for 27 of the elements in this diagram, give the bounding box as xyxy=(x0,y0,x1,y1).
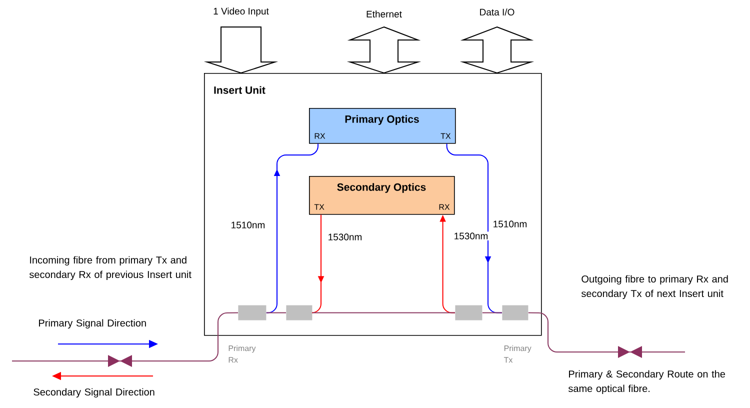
coupler-box xyxy=(502,305,528,320)
arrow xyxy=(312,214,324,314)
coupler-box xyxy=(286,305,312,320)
fibre-line xyxy=(528,312,686,352)
edge-label: Data I/O xyxy=(478,8,516,16)
optics-box: Secondary Optics TX RX xyxy=(309,176,455,215)
note-text: Primary Rx xyxy=(228,345,256,363)
coupler-box xyxy=(238,305,266,320)
edge-label: 1 Video Input xyxy=(212,6,270,18)
block-arrow xyxy=(204,26,278,74)
fibre-line xyxy=(312,312,456,314)
note-text: Outgoing fibre to primary Rx and secondary Tx of next Insert unit xyxy=(581,275,728,300)
edge-label: 1530nm xyxy=(326,232,364,242)
edge-label: Ethernet xyxy=(365,10,403,18)
edge-label: 1510nm xyxy=(492,220,528,228)
fibre-line xyxy=(266,312,286,314)
optics-box: Primary Optics RX TX xyxy=(309,108,456,144)
edge-label: 1530nm xyxy=(452,232,490,240)
fibre-line xyxy=(12,312,238,362)
note-text: Primary Tx xyxy=(504,345,532,363)
note-text: Secondary Signal Direction xyxy=(34,388,154,398)
note-text: Primary Signal Direction xyxy=(39,319,146,329)
edge-label: 1510nm xyxy=(230,220,266,230)
coupler-box xyxy=(455,305,482,320)
fibre-line xyxy=(482,312,502,314)
note-text: Incoming fibre from primary Tx and secondary Rx of previous Insert unit xyxy=(29,256,192,280)
note-text: Primary & Secondary Route on the same optical fibre. xyxy=(568,370,726,394)
